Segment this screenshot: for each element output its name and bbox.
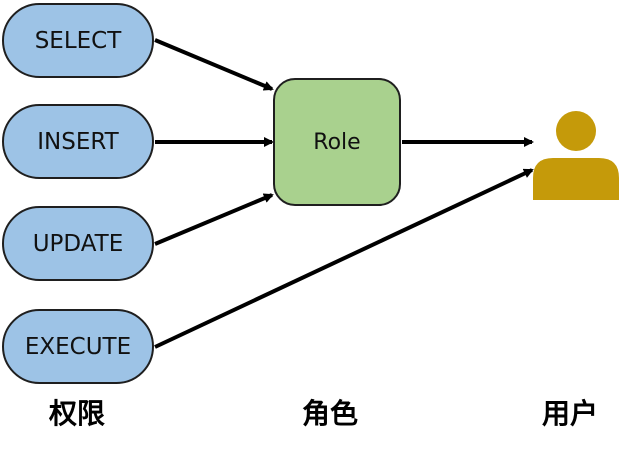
permission-insert: INSERT <box>2 104 154 179</box>
permission-update: UPDATE <box>2 206 154 281</box>
user-icon <box>533 111 619 200</box>
role-box: Role <box>273 78 401 206</box>
permissions-column-label: 权限 <box>49 397 106 430</box>
arrow-select-to-role <box>154 38 274 91</box>
arrow-execute-to-user <box>154 168 534 349</box>
permission-execute: EXECUTE <box>2 309 154 384</box>
arrow-update-to-role <box>154 193 274 246</box>
user-column-label: 用户 <box>542 397 599 430</box>
permission-select: SELECT <box>2 3 154 78</box>
role-column-label: 角色 <box>302 397 359 430</box>
